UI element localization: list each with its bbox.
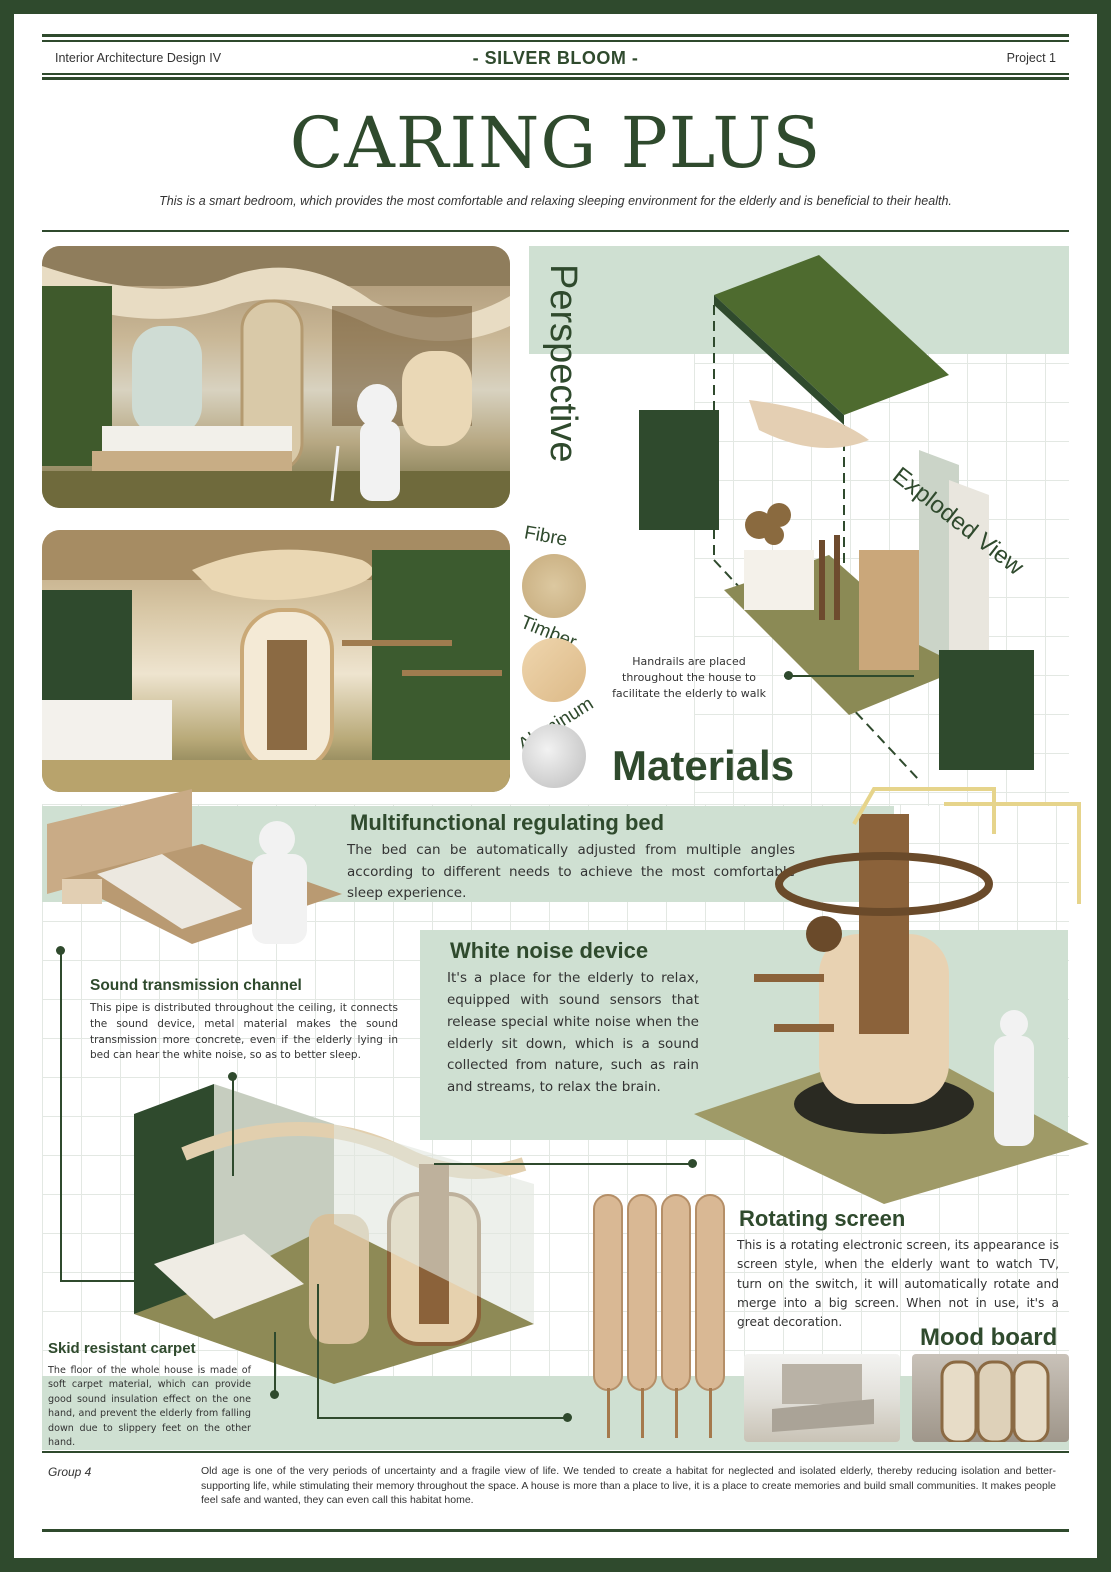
timber-swatch [522,638,586,702]
rotating-screen-title: Rotating screen [739,1206,906,1231]
carpet-leader [274,1332,276,1394]
materials-heading: Materials [612,742,795,789]
aluminum-swatch [522,724,586,788]
group-label: Group 4 [48,1465,92,1479]
carpet-title: Skid resistant carpet [48,1340,196,1357]
header-rule-thin [42,73,1069,75]
white-noise-title: White noise device [450,938,649,963]
project-name: - SILVER BLOOM - [472,48,639,68]
noise-leader [434,1163,694,1165]
screen-leader-vertical [317,1284,319,1418]
sound-channel-title: Sound transmission channel [90,977,302,994]
sound-leader-dot [56,946,65,955]
white-noise-text: It's a place for the elderly to relax, e… [447,970,699,1096]
header: Interior Architecture Design IV - SILVER… [42,48,1069,72]
rotating-screen-text: This is a rotating electronic screen, it… [737,1238,1059,1330]
carpet-leader-dot [270,1390,279,1399]
mood-board-image-bed [744,1354,900,1442]
ceiling-leader [232,1076,234,1176]
noise-leader-dot [688,1159,697,1168]
isometric-room-illustration [134,1084,534,1384]
handrail-dot [784,671,793,680]
bed-text: The bed can be automatically adjusted fr… [347,842,795,902]
material-label-fibre: Fibre [522,522,569,551]
handrail-note: Handrails are placed throughout the hous… [612,655,766,700]
fibre-swatch [522,554,586,618]
screen-leader-dot [563,1413,572,1422]
sound-channel-text: This pipe is distributed throughout the … [90,1002,398,1062]
project-number: Project 1 [1006,51,1056,65]
top-rule-thin [42,40,1069,42]
carpet-text: The floor of the whole house is made of … [48,1365,251,1448]
sound-leader-vertical [60,950,62,1280]
ceiling-leader-dot [228,1072,237,1081]
page-title: CARING PLUS [289,102,822,184]
perspective-image-1 [42,246,510,508]
bottom-rule [42,1529,1069,1532]
perspective-image-2 [42,530,510,792]
header-rule [42,77,1069,80]
page-subtitle: This is a smart bedroom, which provides … [159,194,952,208]
bed-title: Multifunctional regulating bed [350,810,665,835]
mood-board-image-screen [912,1354,1069,1444]
section-rule [42,230,1069,232]
poster: Interior Architecture Design IV - SILVER… [14,14,1097,1558]
footer-statement: Old age is one of the very periods of un… [201,1465,1056,1507]
screen-leader-horizontal [317,1417,567,1419]
course-label: Interior Architecture Design IV [55,51,222,65]
sound-leader-horizontal [60,1280,170,1282]
white-noise-device-illustration [694,787,1089,1204]
footer-rule [42,1451,1069,1453]
handrail-leader [784,675,914,677]
top-rule [42,34,1069,37]
bed-illustration [47,789,342,944]
rotating-screen-illustration [593,1194,725,1438]
mood-board-title: Mood board [920,1324,1058,1351]
perspective-label: Perspective [542,264,584,463]
